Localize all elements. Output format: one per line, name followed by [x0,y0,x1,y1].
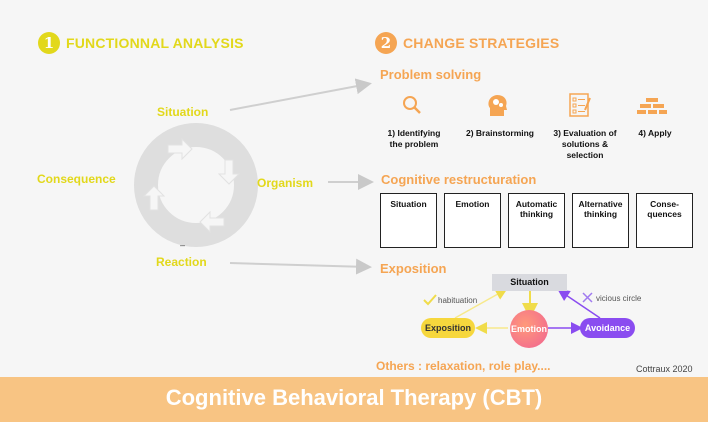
box-automatic-thinking: Automatic thinking [508,193,565,248]
step-evaluation: 3) Evaluation of solutions & selection [553,128,617,160]
cycle-ring [134,123,258,247]
section-number-2: 2 [375,32,397,54]
section-number-1: 1 [38,32,60,54]
arrow-avoidance-to-situation [557,289,601,319]
avoidance-node: Avoidance [580,318,635,338]
cbt-footer-title: Cognitive Behavioral Therapy (CBT) [0,377,708,422]
cycle-arrows [142,137,241,234]
bricks-icon [637,98,667,114]
others-text: Others : relaxation, role play.... [376,359,551,373]
checklist-icon [569,93,591,117]
arrow-situation-to-problem [229,78,372,111]
box-emotion: Emotion [444,193,501,248]
magnifier-icon [403,96,421,114]
functional-analysis-title: FUNCTIONNAL ANALYSIS [66,35,244,51]
step-brainstorm: 2) Brainstorming [465,128,534,138]
change-strategies-title: CHANGE STRATEGIES [403,35,560,51]
habituation-label: habituation [438,296,478,305]
cycle-label-reaction: Reaction [156,255,207,269]
cycle-label-organism: Organism [257,176,314,190]
cycle-label-situation: Situation [157,105,209,119]
exposition-node: Exposition [421,318,475,338]
box-alternative-thinking: Alternative thinking [572,193,629,248]
cycle-label-consequence: Consequence [37,172,116,186]
exposition-situation-box: Situation [492,274,567,291]
cycle-dash: – [180,240,186,250]
step-identify: 1) Identifying the problem [387,128,441,149]
vicious-circle-label: vicious circle [596,294,642,303]
problem-solving-title: Problem solving [380,67,482,82]
box-consequences: Conse-quences [636,193,693,248]
cognitive-restructuration-title: Cognitive restructuration [381,172,537,187]
exposition-title: Exposition [380,261,447,276]
habituation-check-icon [423,294,437,306]
vicious-circle-cross-icon [582,292,593,303]
step-apply: 4) Apply [638,128,672,138]
arrow-exposition-to-situation [454,288,508,319]
box-situation: Situation [380,193,437,248]
credit-text: Cottraux 2020 [636,364,693,374]
arrow-reaction-to-exposition [229,258,372,275]
emotion-node: Emotion [510,310,548,348]
head-gears-icon [488,95,507,116]
